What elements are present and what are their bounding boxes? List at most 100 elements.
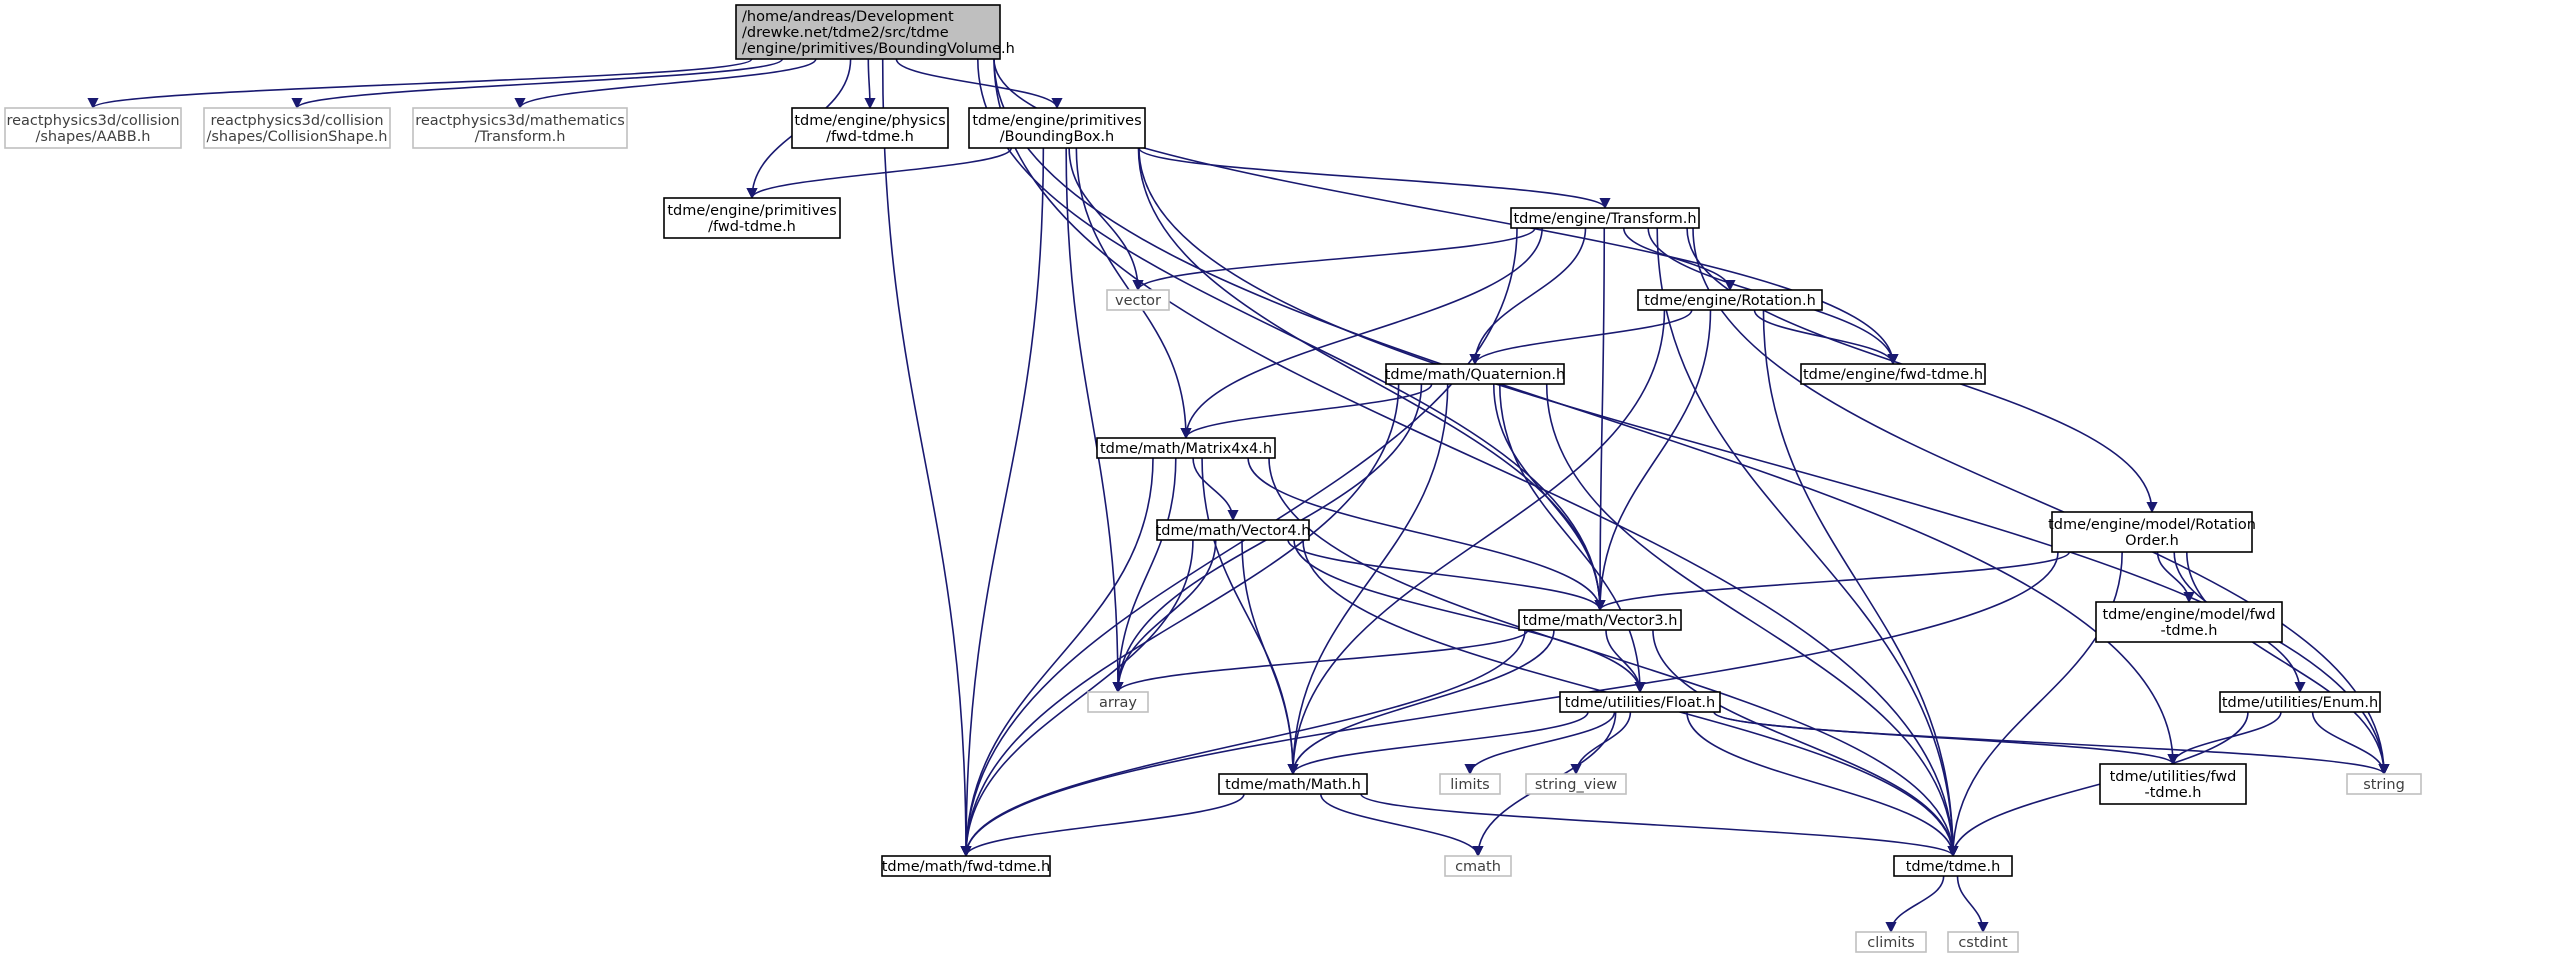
edge-boundingbox-to-engine_transform <box>1138 147 1611 210</box>
node-utilities-fwd[interactable]: tdme/utilities/fwd-tdme.h <box>2099 763 2247 805</box>
node-label: tdme/engine/primitives <box>972 113 1141 129</box>
node-matrix4x4[interactable]: tdme/math/Matrix4x4.h <box>1096 437 1276 459</box>
edge-boundingbox-to-math_fwd <box>960 147 1045 858</box>
node-box <box>1510 207 1700 229</box>
node-array: array <box>1087 691 1149 713</box>
node-string-view: string_view <box>1525 773 1627 795</box>
edge-matrix4x4-to-vector3 <box>1247 457 1606 612</box>
edge-engine_transform-to-quaternion <box>1469 227 1587 366</box>
node-box <box>2219 691 2381 713</box>
node-box <box>968 107 1146 149</box>
node-box <box>2051 511 2253 553</box>
node-label: string <box>2363 777 2405 793</box>
node-model-fwd[interactable]: tdme/engine/model/fwd-tdme.h <box>2095 601 2283 643</box>
edge-vector3-to-tdme_h <box>1652 629 1959 858</box>
node-float[interactable]: tdme/utilities/Float.h <box>1559 691 1721 713</box>
node-box <box>1385 363 1565 385</box>
edge-engine_rotation-to-math <box>1287 309 1666 776</box>
node-climits: climits <box>1855 931 1927 953</box>
node-label: tdme/engine/fwd-tdme.h <box>1803 367 1983 383</box>
node-label: tdme/utilities/Enum.h <box>2222 695 2378 711</box>
edge-math-to-tdme_h <box>1360 793 1959 858</box>
node-label: string_view <box>1535 777 1617 793</box>
edge-float-to-string <box>1713 711 2390 776</box>
edge-engine_transform-to-string <box>1692 227 2390 776</box>
edge-float-to-limits <box>1464 711 1616 776</box>
node-box <box>2346 773 2422 795</box>
edge-root-to-vector3 <box>977 58 1606 612</box>
node-engine-transform[interactable]: tdme/engine/Transform.h <box>1510 207 1700 229</box>
edge-math-to-cmath <box>1319 793 1484 858</box>
edge-quaternion-to-vector3 <box>1492 383 1606 612</box>
node-label: /Transform.h <box>475 129 566 145</box>
node-primitives-fwd[interactable]: tdme/engine/primitives/fwd-tdme.h <box>663 197 841 239</box>
node-vector4[interactable]: tdme/math/Vector4.h <box>1156 519 1311 541</box>
node-label: tdme/utilities/Float.h <box>1565 695 1715 711</box>
edge-boundingbox-to-vector3 <box>1137 147 1606 612</box>
node-label: /fwd-tdme.h <box>826 129 914 145</box>
node-label: tdme/math/fwd-tdme.h <box>882 859 1050 875</box>
node-enum[interactable]: tdme/utilities/Enum.h <box>2219 691 2381 713</box>
node-vector3[interactable]: tdme/math/Vector3.h <box>1518 609 1682 631</box>
edge-rotationorder-to-tdme_h <box>1947 551 2123 858</box>
node-math[interactable]: tdme/math/Math.h <box>1218 773 1368 795</box>
node-box <box>1156 519 1310 541</box>
node-label: /home/andreas/Development <box>742 9 954 25</box>
node-label: tdme/math/Vector3.h <box>1523 613 1678 629</box>
edge-engine_rotation-to-tdme_h <box>1762 309 1959 858</box>
node-label: reactphysics3d/mathematics <box>415 113 625 129</box>
node-label: tdme/utilities/fwd <box>2110 769 2237 785</box>
edge-tdme_h-to-climits <box>1885 875 1945 934</box>
node-label: reactphysics3d/collision <box>6 113 179 129</box>
node-label: tdme/math/Quaternion.h <box>1385 367 1565 383</box>
edge-engine_transform-to-vector <box>1132 227 1536 292</box>
node-label: tdme/tdme.h <box>1906 859 2001 875</box>
node-box <box>1518 609 1682 631</box>
edge-matrix4x4-to-math_fwd <box>960 457 1154 858</box>
edge-rotationorder-to-string <box>2186 551 2390 776</box>
node-label: reactphysics3d/collision <box>210 113 383 129</box>
node-physics-fwd[interactable]: tdme/engine/physics/fwd-tdme.h <box>791 107 949 149</box>
node-engine-fwd[interactable]: tdme/engine/fwd-tdme.h <box>1800 363 1986 385</box>
edge-root-to-engine_fwd <box>993 58 1899 366</box>
node-math-fwd[interactable]: tdme/math/fwd-tdme.h <box>881 855 1051 877</box>
edge-vector3-to-math_fwd <box>960 629 1526 858</box>
edge-math-to-math_fwd <box>960 793 1245 858</box>
node-label: tdme/engine/model/Rotation <box>2048 517 2256 533</box>
edge-matrix4x4-to-math <box>1201 457 1299 776</box>
edge-root-to-rp_collisionshape <box>291 58 784 110</box>
node-label: cmath <box>1455 859 1501 875</box>
node-box <box>881 855 1051 877</box>
node-box <box>412 107 628 149</box>
edge-root-to-rp_aabb <box>87 58 753 110</box>
node-label: tdme/engine/primitives <box>667 203 836 219</box>
edge-quaternion-to-math <box>1287 383 1449 776</box>
dependency-edges <box>87 58 2390 934</box>
node-box <box>1439 773 1501 795</box>
node-label: cstdint <box>1958 935 2008 951</box>
node-label: tdme/math/Vector4.h <box>1156 523 1311 539</box>
node-box <box>1855 931 1927 953</box>
edge-vector4-to-math <box>1241 539 1299 776</box>
node-label: /shapes/AABB.h <box>35 129 150 145</box>
node-boundingbox[interactable]: tdme/engine/primitives/BoundingBox.h <box>968 107 1146 149</box>
edge-quaternion-to-math_fwd <box>960 383 1400 858</box>
edge-vector3-to-array <box>1112 629 1529 694</box>
edge-boundingbox-to-array <box>1065 147 1124 694</box>
edge-matrix4x4-to-array <box>1112 457 1177 694</box>
edge-engine_transform-to-matrix4x4 <box>1180 227 1543 440</box>
node-tdme-h[interactable]: tdme/tdme.h <box>1893 855 2013 877</box>
node-label: tdme/engine/model/fwd <box>2102 607 2275 623</box>
edge-vector3-to-float <box>1605 629 1646 694</box>
node-root[interactable]: /home/andreas/Development/drewke.net/tdm… <box>735 4 1015 60</box>
edge-vector3-to-math <box>1287 629 1555 776</box>
node-quaternion[interactable]: tdme/math/Quaternion.h <box>1385 363 1565 385</box>
node-label: array <box>1099 695 1137 711</box>
node-vector: vector <box>1106 289 1170 311</box>
node-engine-rotation[interactable]: tdme/engine/Rotation.h <box>1637 289 1823 311</box>
edge-rotationorder-to-model_fwd <box>2156 551 2195 604</box>
edge-rotationorder-to-vector3 <box>1594 551 2070 612</box>
edge-engine_rotation-to-quaternion <box>1469 309 1693 366</box>
